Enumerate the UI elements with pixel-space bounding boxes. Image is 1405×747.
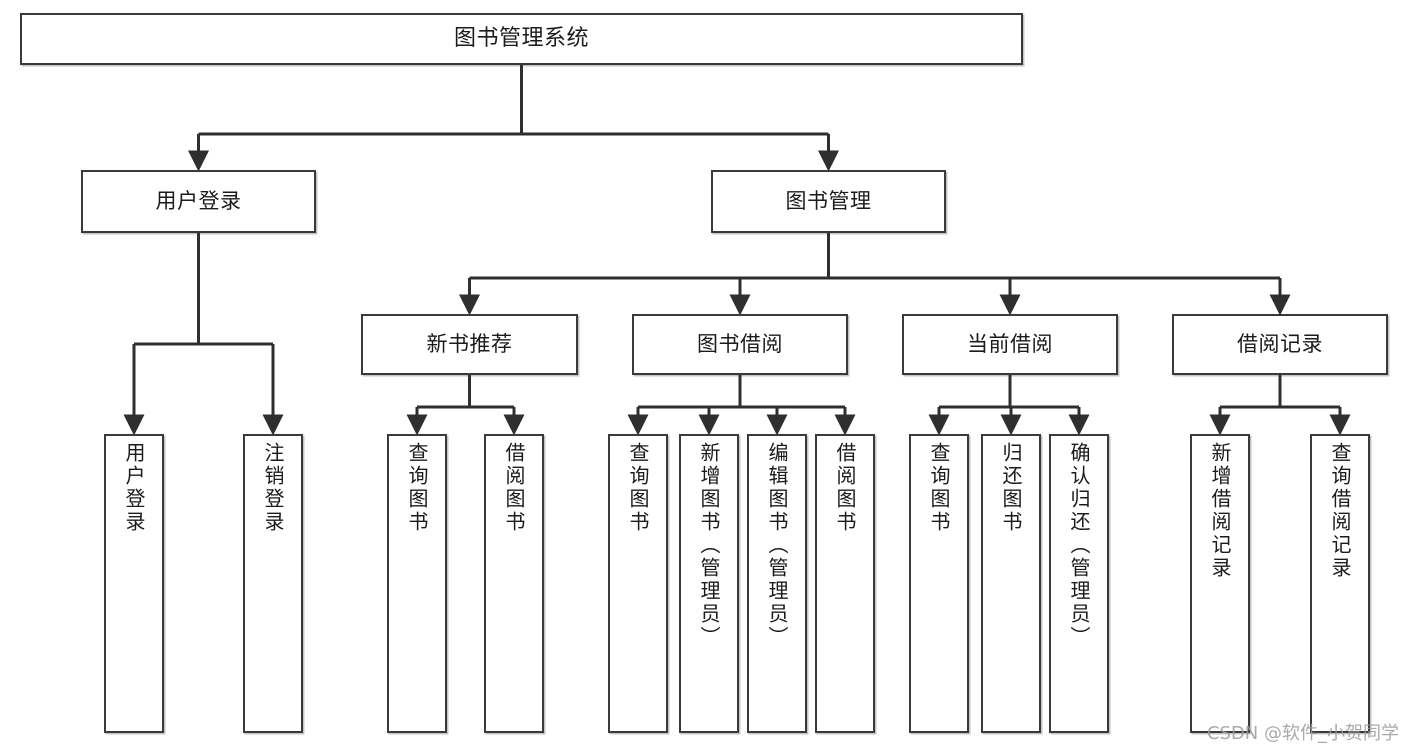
node-borrow-record[interactable]: 借阅记录 [1172, 314, 1388, 375]
node-label: 图书管理 [785, 189, 872, 214]
node-leaf-query-book-2[interactable]: 查询图书 [608, 434, 668, 733]
node-new-book-recommend[interactable]: 新书推荐 [361, 314, 578, 375]
node-leaf-user-login[interactable]: 用户登录 [104, 434, 164, 733]
node-current-borrow[interactable]: 当前借阅 [902, 314, 1118, 375]
node-user-login[interactable]: 用户登录 [81, 170, 316, 233]
watermark: CSDN @软件_小贺同学 [1206, 723, 1399, 744]
node-root[interactable]: 图书管理系统 [20, 13, 1023, 65]
node-leaf-borrow-book-1[interactable]: 借阅图书 [484, 434, 544, 733]
node-leaf-return-book[interactable]: 归还图书 [981, 434, 1041, 733]
node-book-borrow[interactable]: 图书借阅 [632, 314, 848, 375]
node-label: 注销登录 [261, 442, 285, 534]
node-label: 当前借阅 [967, 332, 1053, 357]
node-label: 查询图书 [405, 442, 429, 534]
node-label: 用户登录 [155, 189, 242, 214]
node-label: 查询图书 [927, 442, 951, 534]
node-leaf-logout[interactable]: 注销登录 [243, 434, 303, 733]
node-label: 图书管理系统 [453, 26, 589, 52]
node-leaf-query-book-3[interactable]: 查询图书 [909, 434, 969, 733]
node-label: 归还图书 [999, 442, 1023, 534]
node-label: 借阅记录 [1237, 332, 1323, 357]
node-label: 借阅图书 [833, 442, 857, 534]
edge-group [123, 65, 1351, 436]
node-label: 编辑图书（管理员） [765, 442, 789, 649]
node-leaf-query-record[interactable]: 查询借阅记录 [1310, 434, 1370, 733]
node-leaf-confirm-return[interactable]: 确认归还（管理员） [1049, 434, 1109, 733]
node-book-manage[interactable]: 图书管理 [711, 170, 946, 233]
node-label: 用户登录 [122, 442, 146, 534]
node-label: 新书推荐 [426, 332, 513, 357]
node-leaf-borrow-book-2[interactable]: 借阅图书 [815, 434, 875, 733]
node-leaf-edit-book[interactable]: 编辑图书（管理员） [747, 434, 807, 733]
node-label: 确认归还（管理员） [1067, 442, 1091, 649]
node-leaf-query-book-1[interactable]: 查询图书 [387, 434, 447, 733]
node-label: 查询图书 [626, 442, 650, 534]
node-label: 新增借阅记录 [1208, 442, 1232, 580]
node-label: 图书借阅 [697, 332, 783, 357]
node-label: 查询借阅记录 [1328, 442, 1352, 580]
node-label: 借阅图书 [502, 442, 526, 534]
node-leaf-add-record[interactable]: 新增借阅记录 [1190, 434, 1250, 733]
node-leaf-add-book[interactable]: 新增图书（管理员） [679, 434, 739, 733]
node-label: 新增图书（管理员） [697, 442, 721, 649]
